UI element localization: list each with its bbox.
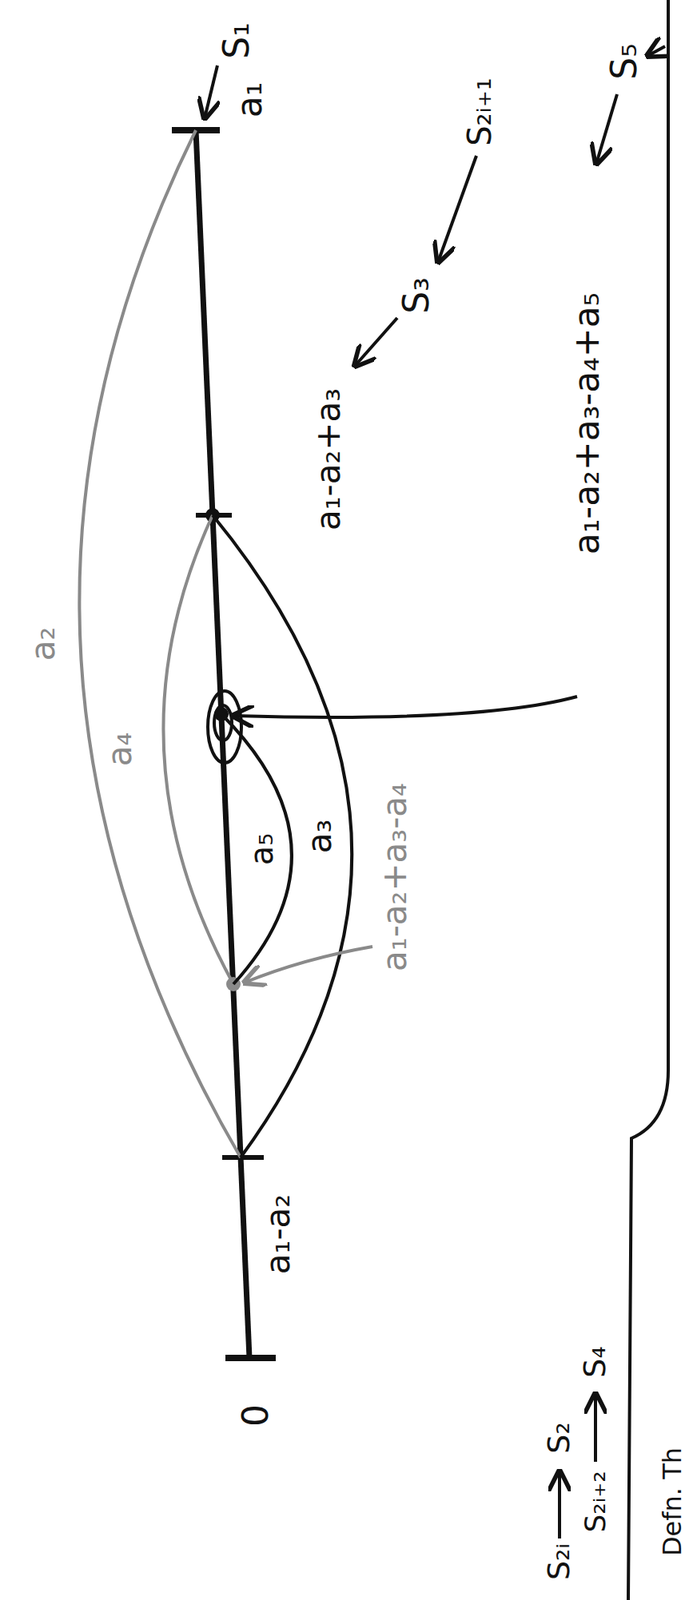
leader-arrow <box>557 1472 562 1540</box>
length-arc <box>79 130 241 1159</box>
math-label: a₄ <box>101 732 139 768</box>
number-line <box>195 130 250 1359</box>
leader-arrow <box>233 697 578 718</box>
math-label: a₁-a₂+a₃-a₄ <box>376 783 414 972</box>
divider-line <box>628 0 669 1600</box>
math-label: S₅ <box>605 43 644 80</box>
leader-arrow <box>354 318 398 367</box>
spiral <box>207 691 242 764</box>
length-arc <box>212 515 352 1159</box>
length-arc <box>163 515 234 985</box>
math-label: a₁-a₂ <box>259 1194 297 1275</box>
leader-arrow <box>438 155 477 263</box>
leader-arrow <box>593 1394 598 1463</box>
math-label: 0 <box>236 1405 275 1428</box>
leader-arrow <box>596 94 618 164</box>
math-label: S₂ <box>542 1422 577 1454</box>
math-label: S₁ <box>217 22 256 60</box>
math-label: a₃ <box>301 820 339 855</box>
math-label: Defn. Th <box>658 1448 687 1558</box>
spiral <box>214 705 232 741</box>
math-label: a₁-a₂+a₃-a₄+a₅ <box>567 292 606 556</box>
leader-arrow <box>647 46 666 56</box>
math-label: S₂ᵢ <box>542 1544 577 1582</box>
math-label: a₂ <box>24 627 62 662</box>
math-label: S₂ᵢ₊₁ <box>462 77 498 147</box>
math-label: a₁-a₂+a₃ <box>310 388 347 531</box>
leader-arrow <box>204 65 218 119</box>
tick <box>225 1355 276 1363</box>
math-label: S₃ <box>397 277 436 315</box>
math-label: a₅ <box>243 833 279 867</box>
leader-arrow <box>244 947 373 984</box>
math-label: S₄ <box>578 1346 613 1379</box>
length-arc <box>221 714 292 985</box>
math-label: a₁ <box>230 82 269 119</box>
math-label: S₂ᵢ₊₂ <box>579 1471 612 1534</box>
